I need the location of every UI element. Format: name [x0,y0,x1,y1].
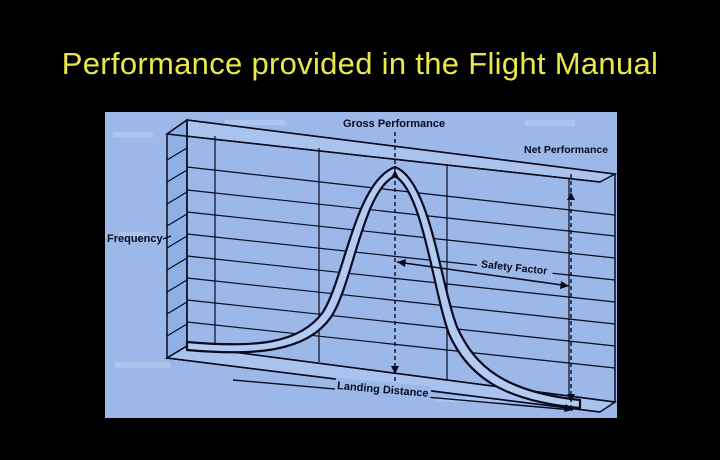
safety-arrow-right [560,281,569,289]
safety-label-bg [476,256,554,278]
flight-manual-performance-diagram: Gross Performance Net Performance Freque… [105,112,617,418]
net-label-bg [523,142,615,156]
slide-title: Performance provided in the Flight Manua… [61,46,659,81]
box-back-face [186,119,616,403]
frequency-pointer [162,235,172,240]
horizontal-grid [186,166,616,369]
left-tick-marks [166,147,188,337]
gross-label-bg [339,116,451,130]
net-arrow-up [567,192,575,200]
net-arrow-down [567,394,575,402]
box-left-face [166,118,188,360]
frequency-label: Frequency [107,233,164,245]
landing-arrow-head [564,404,573,412]
safety-arrow-left [397,259,406,267]
background-texture [113,120,575,402]
gross-arrow-up [391,170,399,178]
gross-arrow-down [391,366,399,374]
gross-performance-label: Gross Performance [343,118,445,130]
distribution-curve [185,165,582,410]
safety-factor-arrow [396,261,570,287]
net-performance-label: Net Performance [524,144,608,156]
box-front-top-edge [166,133,601,183]
landing-label-bg [334,377,432,401]
